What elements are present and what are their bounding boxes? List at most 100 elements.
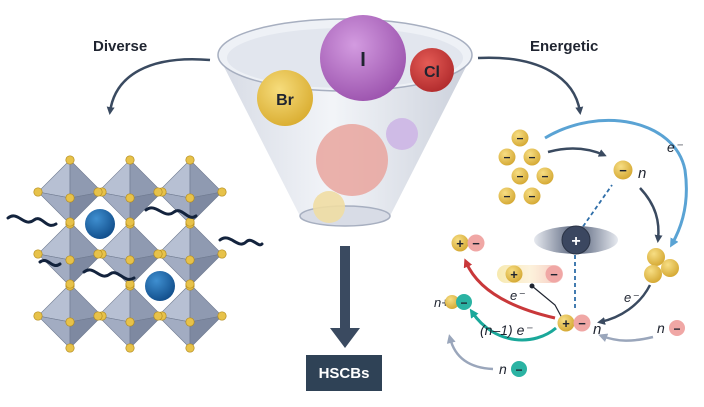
pair-center-plus [557, 314, 575, 332]
anion-n-bottom [511, 361, 527, 377]
pair-mid-minus-sign: − [550, 267, 558, 282]
halide-ball [93, 249, 103, 259]
octahedron-face [189, 253, 223, 287]
arrow-to-energetic [477, 56, 584, 115]
cation-center [561, 225, 591, 255]
octahedron-face [69, 315, 103, 349]
organic-ligand [38, 259, 62, 267]
octahedron-face [189, 283, 223, 323]
cation-center-sign: + [571, 233, 580, 250]
octahedron [97, 283, 163, 349]
anion-n-right-sign: − [673, 322, 680, 336]
energetic-label: Energetic [530, 38, 599, 55]
halide-ball [125, 317, 135, 327]
halide-ball [185, 193, 195, 203]
cluster-anion [498, 148, 516, 166]
diverse-label: Diverse [93, 38, 148, 55]
connector-line [531, 285, 563, 319]
anion-n-bottom-sign: − [515, 363, 522, 377]
halide-ball [33, 187, 43, 197]
electron-transfer-arrow [544, 118, 688, 248]
organic-ligand [144, 206, 198, 219]
octahedron-face [97, 315, 131, 349]
pair-nplus-gold [445, 295, 459, 309]
n-plus-label: n+ [434, 295, 449, 310]
pair-center-minus-sign: − [578, 316, 586, 331]
halide-ball [217, 311, 227, 321]
bromide-ball [257, 70, 313, 126]
octahedron-face [157, 191, 191, 225]
cation-ball [145, 271, 175, 301]
halide-ball [65, 255, 75, 265]
anion-n-upper-sign: − [619, 163, 627, 178]
electron-label-right: e⁻ [624, 290, 639, 305]
cluster-anion-sign: − [516, 170, 523, 184]
bottom-anion-arrow [446, 334, 494, 371]
iodide-label: I [360, 49, 366, 71]
trio-ball-2 [644, 265, 662, 283]
halide-ball [65, 193, 75, 203]
cluster-anion-sign: − [503, 190, 510, 204]
octahedron-face [97, 253, 131, 287]
cluster-anion-sign: − [516, 132, 523, 146]
halide-ball [125, 217, 135, 227]
chloride-label: Cl [424, 64, 440, 81]
halide-ball [185, 343, 195, 353]
halide-ball [185, 217, 195, 227]
cluster-anion [536, 167, 554, 185]
cluster-anion [498, 187, 516, 205]
halide-ball [125, 255, 135, 265]
octahedron-face [37, 253, 71, 287]
octahedron-face [37, 283, 71, 323]
trio-ball-1 [647, 248, 665, 266]
cluster-anion-sign: − [528, 151, 535, 165]
arrow-to-diverse [106, 58, 211, 115]
halide-ball [65, 279, 75, 289]
pair-mid-plus [505, 265, 523, 283]
cluster-to-anion-arrow [547, 147, 607, 157]
halide-ball [185, 155, 195, 165]
n-minus-1-electron-label: (n–1) e⁻ [480, 322, 533, 338]
halide-ball [33, 249, 43, 259]
arrow-to-hscbs [330, 246, 360, 348]
pair-center-plus-sign: + [562, 316, 570, 331]
octahedron-face [69, 191, 103, 225]
octahedron [157, 159, 223, 225]
n-right-label: n [657, 320, 665, 336]
halide-ball [125, 279, 135, 289]
halide-ball [153, 249, 163, 259]
octahedron-face [189, 315, 223, 349]
halide-ball [153, 187, 163, 197]
trio-to-center-arrow [597, 284, 652, 325]
halide-ball [65, 217, 75, 227]
cluster-anion-sign: − [503, 151, 510, 165]
octahedron-face [157, 315, 191, 349]
hscbs-box: HSCBs [306, 355, 382, 391]
halide-ball [93, 311, 103, 321]
n-center-label: n [593, 321, 601, 338]
octahedron-face [37, 159, 71, 199]
cluster-anion [511, 129, 529, 147]
halide-ball [217, 249, 227, 259]
pair-nplus-teal [456, 294, 472, 310]
octahedron [97, 159, 163, 225]
halide-ball [125, 193, 135, 203]
halide-ball [65, 317, 75, 327]
organic-ligand [6, 214, 58, 227]
cluster-anion [511, 167, 529, 185]
octahedron-face [189, 191, 223, 225]
red-recombination-arrow [463, 258, 556, 320]
faded-red-ball [316, 124, 388, 196]
iodide-ball [320, 15, 406, 101]
octahedron [157, 221, 223, 287]
perovskite-lattice [6, 155, 264, 353]
octahedron-face [129, 253, 163, 287]
pair-mid-plus-sign: + [510, 267, 518, 282]
halide-ball [125, 155, 135, 165]
cluster-anion [523, 148, 541, 166]
anion-to-trio-arrow [639, 187, 663, 243]
pair-top-minus [467, 234, 485, 252]
pair-top-plus-sign: + [456, 236, 464, 251]
cluster-anion-sign: − [528, 190, 535, 204]
